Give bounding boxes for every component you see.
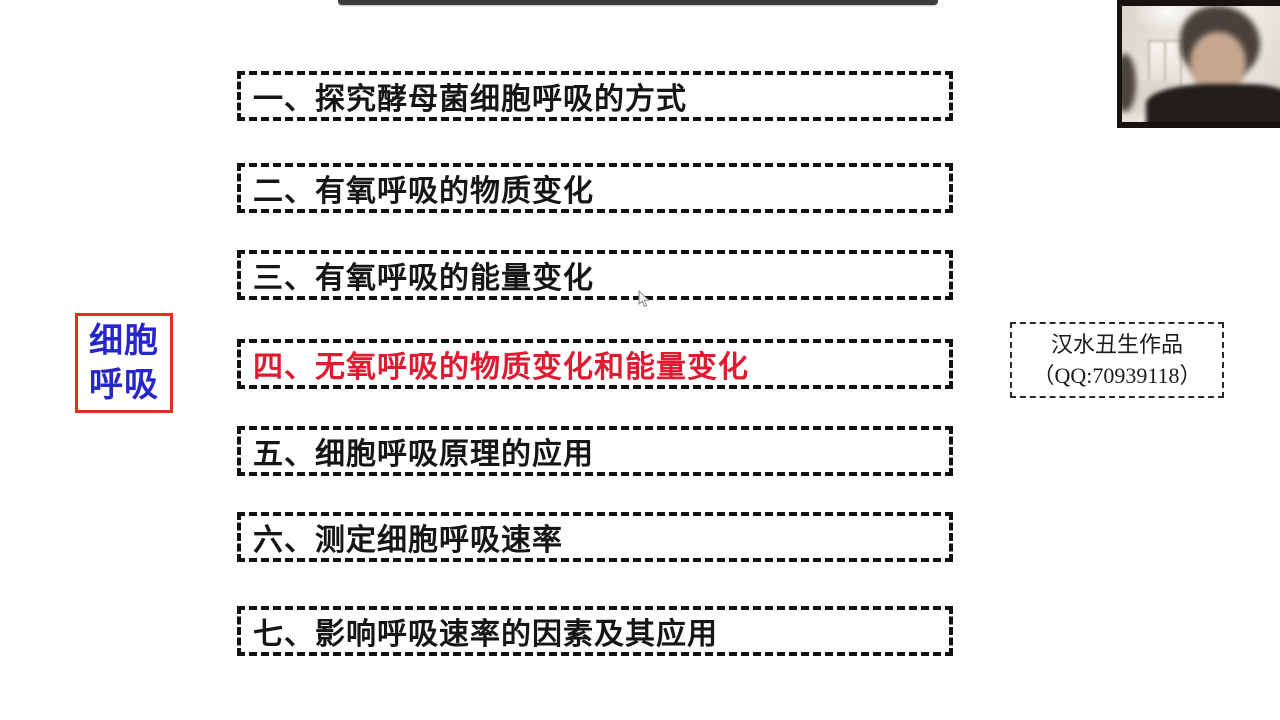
- outline-item-2-label: 二、有氧呼吸的物质变化: [253, 175, 594, 208]
- outline-item-6: 六、测定细胞呼吸速率: [237, 512, 953, 562]
- outline-item-4-highlighted: 四、无氧呼吸的物质变化和能量变化: [237, 339, 953, 389]
- mouse-cursor: [638, 289, 651, 314]
- outline-item-4-label: 四、无氧呼吸的物质变化和能量变化: [253, 351, 749, 384]
- outline-item-5: 五、细胞呼吸原理的应用: [237, 426, 953, 476]
- room-dark-object: [1122, 54, 1136, 112]
- outline-item-1-label: 一、探究酵母菌细胞呼吸的方式: [253, 83, 687, 116]
- presenter-webcam-overlay: [1117, 0, 1280, 128]
- author-watermark: 汉水丑生作品 （QQ:70939118）: [1010, 322, 1224, 398]
- outline-item-3-label: 三、有氧呼吸的能量变化: [253, 262, 594, 295]
- topic-title-line2: 呼吸: [89, 366, 159, 404]
- outline-item-1: 一、探究酵母菌细胞呼吸的方式: [237, 71, 953, 121]
- topic-title-line1: 细胞: [89, 322, 159, 360]
- outline-item-3: 三、有氧呼吸的能量变化: [237, 250, 953, 300]
- presenter-body: [1146, 84, 1280, 122]
- presenter-video-frame: [1122, 6, 1280, 122]
- topic-title-box: 细胞 呼吸: [75, 313, 173, 413]
- outline-item-6-label: 六、测定细胞呼吸速率: [253, 524, 563, 557]
- outline-item-7-label: 七、影响呼吸速率的因素及其应用: [253, 618, 718, 651]
- cutoff-title-bar: [338, 0, 938, 5]
- author-watermark-name: 汉水丑生作品: [1050, 332, 1183, 357]
- outline-item-5-label: 五、细胞呼吸原理的应用: [253, 438, 594, 471]
- outline-item-2: 二、有氧呼吸的物质变化: [237, 163, 953, 213]
- outline-item-7: 七、影响呼吸速率的因素及其应用: [237, 606, 953, 656]
- author-watermark-qq: （QQ:70939118）: [1032, 363, 1202, 388]
